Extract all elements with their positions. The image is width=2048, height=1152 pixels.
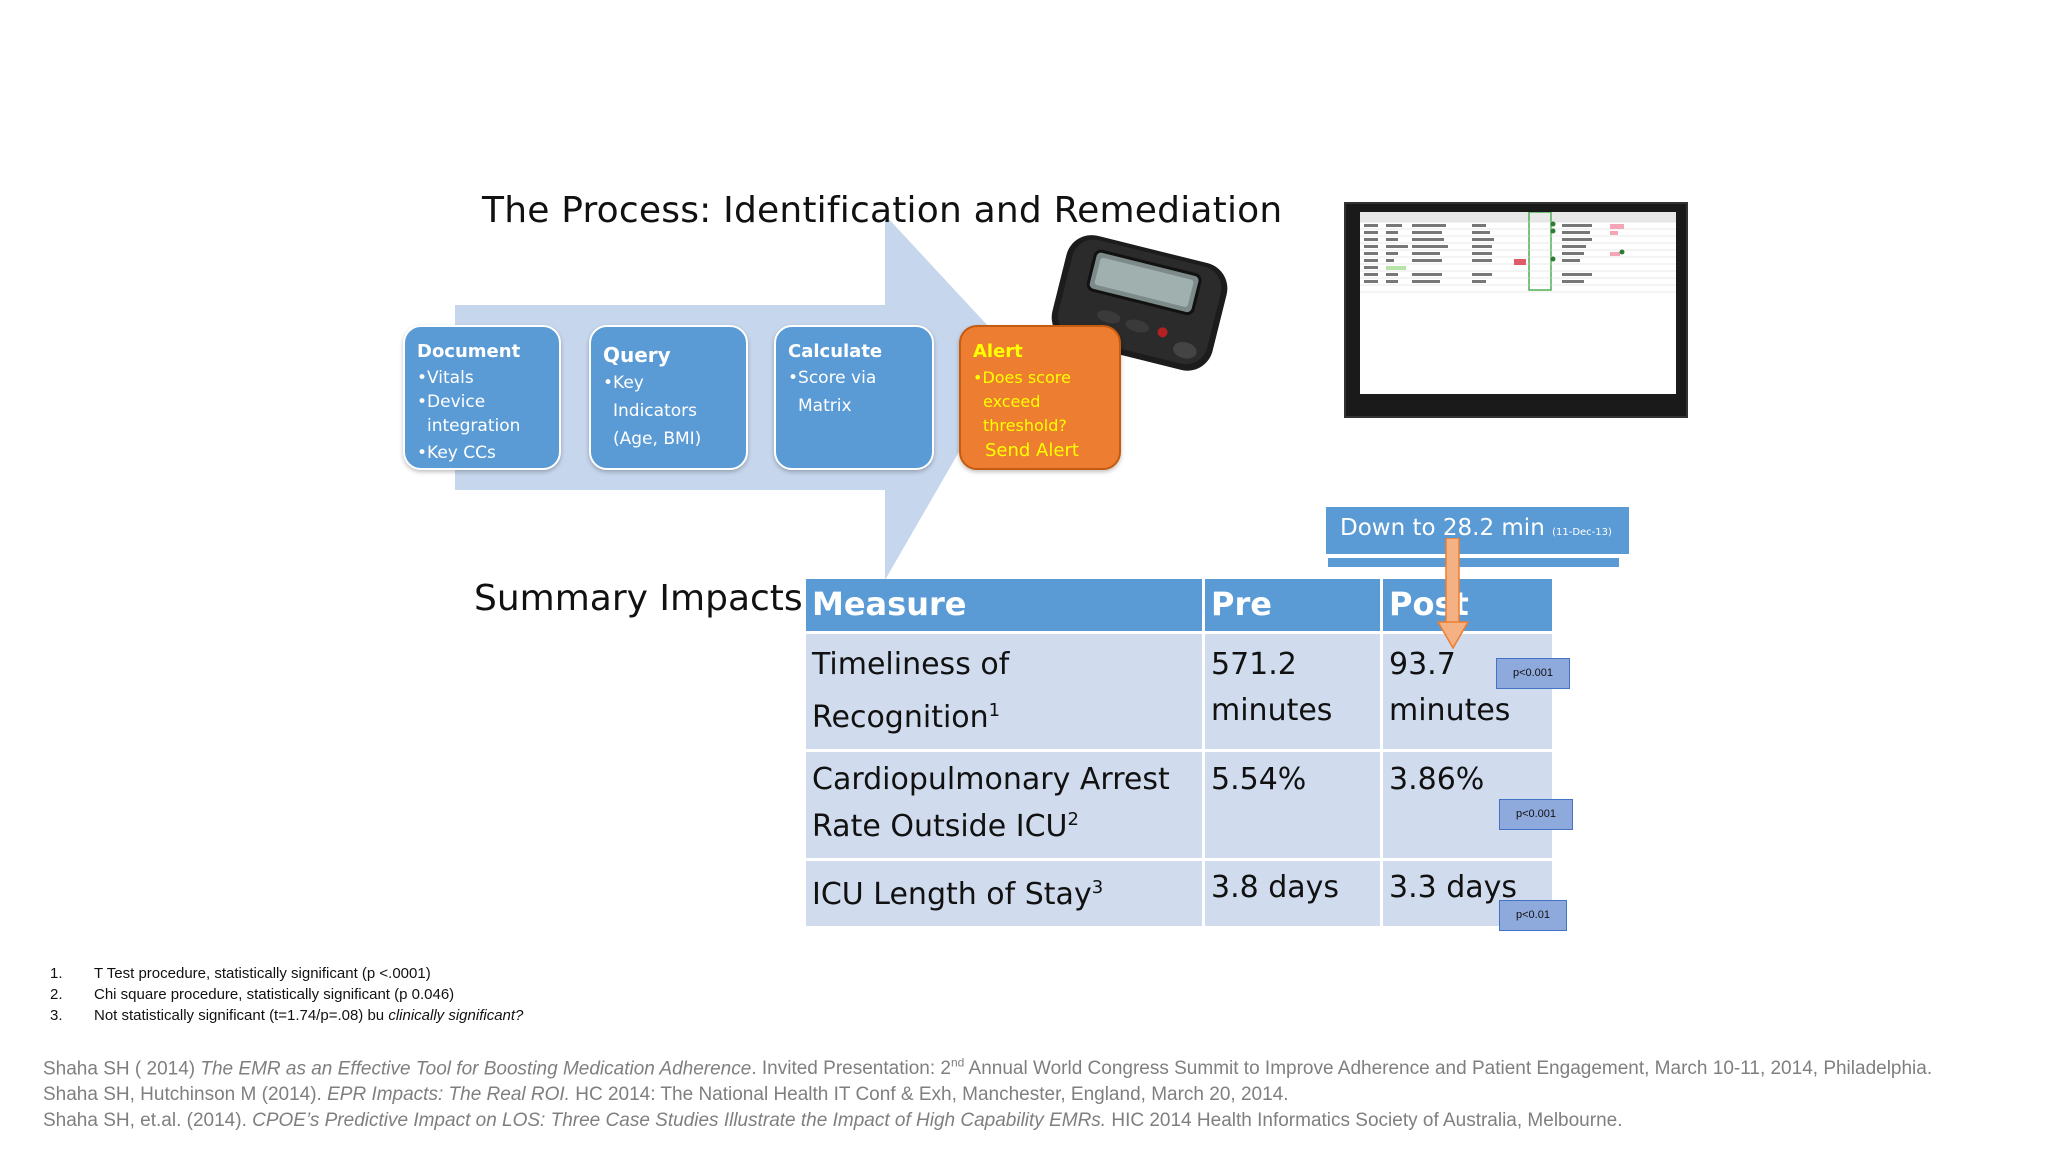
step-item: Indicators <box>613 401 697 421</box>
step-item: •Score via <box>788 368 877 388</box>
footnote-item: 3. Not statistically significant (t=1.74… <box>50 1005 523 1026</box>
step-item: •Key <box>603 373 644 393</box>
footnote-ref: 1 <box>988 700 1001 721</box>
footnote-text: T Test procedure, statistically signific… <box>94 965 431 982</box>
reference-item: Shaha SH ( 2014) The EMR as an Effective… <box>43 1056 1933 1080</box>
measure-label: Timeliness of Recognition <box>812 647 1010 735</box>
emr-table-image <box>1360 212 1676 293</box>
post-cell: 93.7 minutes <box>1383 634 1552 749</box>
step-item: exceed <box>983 392 1041 411</box>
reference-item: Shaha SH, Hutchinson M (2014). EPR Impac… <box>43 1084 1289 1106</box>
pre-cell: 5.54% <box>1205 752 1380 858</box>
step-item: threshold? <box>983 416 1067 435</box>
step-item: •Key CCs <box>417 443 496 463</box>
p-value-badge: p<0.01 <box>1499 900 1567 931</box>
footnote-ref: 3 <box>1091 877 1104 898</box>
slide-title: The Process: Identification and Remediat… <box>482 190 1283 231</box>
footnote-text: Not statistically significant (t=1.74/p=… <box>94 1007 524 1024</box>
step-item: •Device <box>417 392 486 412</box>
references: Shaha SH ( 2014) The EMR as an Effective… <box>43 1050 1932 1134</box>
down-arrow <box>1436 538 1470 650</box>
down-to-callout: Down to 28.2 min (11-Dec-13) <box>1326 507 1629 554</box>
step-item: (Age, BMI) <box>613 429 702 449</box>
header-pre: Pre <box>1205 579 1380 631</box>
p-value-badge: p<0.001 <box>1496 658 1570 689</box>
measure-cell: Cardiopulmonary Arrest Rate Outside ICU2 <box>806 752 1202 858</box>
p-value-badge: p<0.001 <box>1499 799 1573 830</box>
step-heading: Query <box>603 343 671 367</box>
footnote-italic: clinically significant? <box>388 1007 524 1024</box>
process-step-calculate: Calculate •Score via Matrix <box>774 325 934 470</box>
callout-text: Down to 28.2 min <box>1340 515 1545 541</box>
step-item: Matrix <box>798 396 852 416</box>
footnote-number: 3. <box>50 1007 63 1024</box>
step-heading: Alert <box>973 341 1023 362</box>
impact-table: Measure Pre Post Timeliness of Recogniti… <box>803 576 1555 929</box>
measure-cell: ICU Length of Stay3 <box>806 861 1202 926</box>
table-row: ICU Length of Stay3 3.8 days 3.3 days <box>806 861 1552 926</box>
measure-label: Cardiopulmonary Arrest Rate Outside ICU <box>812 762 1170 844</box>
footnote-number: 1. <box>50 965 63 982</box>
process-step-alert: Alert •Does score exceed threshold? Send… <box>959 325 1121 470</box>
emr-screenshot <box>1360 212 1676 394</box>
footnote-item: 2. Chi square procedure, statistically s… <box>50 984 523 1005</box>
step-item: integration <box>427 416 521 436</box>
step-heading: Document <box>417 341 521 362</box>
process-step-document: Document •Vitals •Device integration •Ke… <box>403 325 561 470</box>
process-step-query: Query •Key Indicators (Age, BMI) <box>589 325 748 470</box>
step-item: •Does score <box>973 368 1071 387</box>
emr-screenshot-monitor <box>1344 202 1688 418</box>
pre-cell: 3.8 days <box>1205 861 1380 926</box>
footnote-ref: 2 <box>1067 809 1079 830</box>
header-measure: Measure <box>806 579 1202 631</box>
step-item: •Vitals <box>417 368 474 388</box>
measure-cell: Timeliness of Recognition1 <box>806 634 1202 749</box>
footnotes: 1. T Test procedure, statistically signi… <box>50 963 523 1026</box>
footnote-item: 1. T Test procedure, statistically signi… <box>50 963 523 984</box>
table-row: Timeliness of Recognition1 571.2 minutes… <box>806 634 1552 749</box>
table-row: Cardiopulmonary Arrest Rate Outside ICU2… <box>806 752 1552 858</box>
step-heading: Calculate <box>788 341 883 362</box>
footnote-number: 2. <box>50 986 63 1003</box>
send-alert-label: Send Alert <box>985 440 1079 461</box>
pre-cell: 571.2 minutes <box>1205 634 1380 749</box>
callout-date: (11-Dec-13) <box>1552 527 1612 538</box>
callout-underline <box>1328 558 1619 567</box>
reference-item: Shaha SH, et.al. (2014). CPOE’s Predicti… <box>43 1110 1623 1132</box>
measure-label: ICU Length of Stay <box>812 877 1092 912</box>
footnote-text: Chi square procedure, statistically sign… <box>94 986 455 1003</box>
summary-heading: Summary Impacts: <box>474 578 815 619</box>
